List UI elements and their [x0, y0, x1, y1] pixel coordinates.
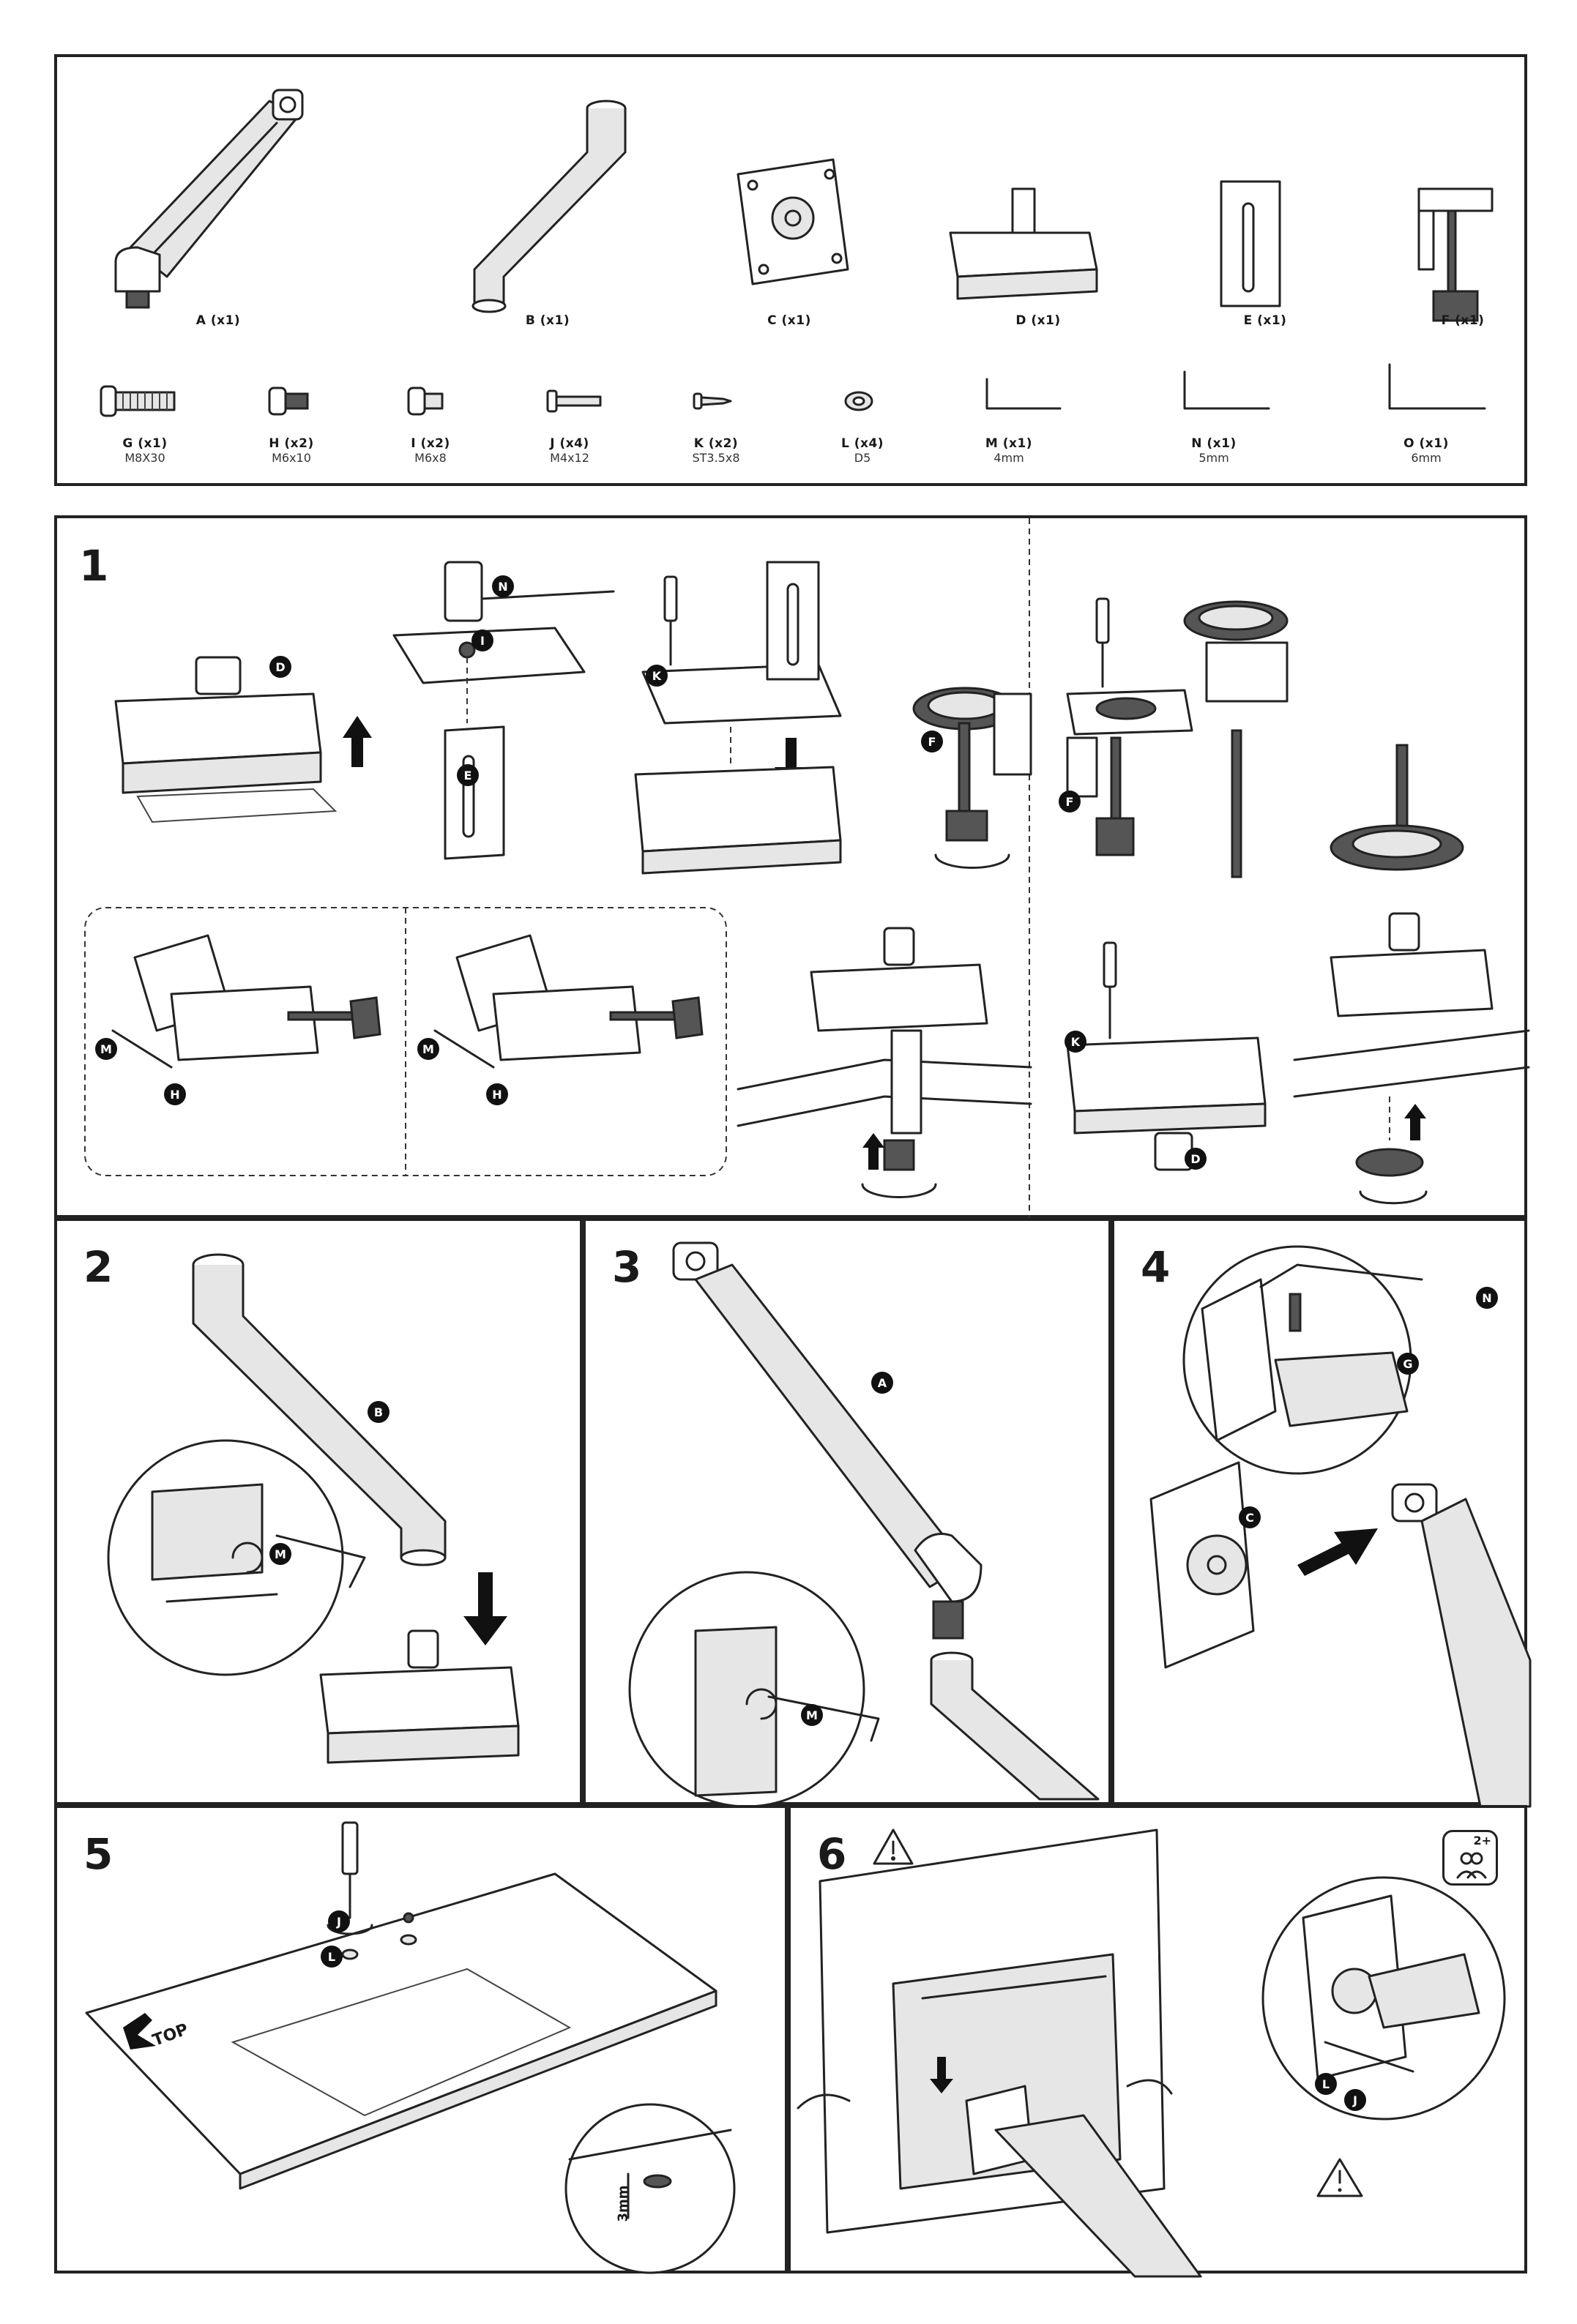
part-i-illustration [401, 379, 460, 423]
grommet-clamp-illustration [1053, 584, 1316, 906]
part-n-label: N (x1)5mm [1170, 436, 1258, 465]
callout-j: J [328, 1910, 350, 1932]
part-n-illustration [1170, 365, 1280, 430]
callout-b: B [368, 1401, 389, 1423]
callout-f-1: F [921, 731, 943, 752]
part-h-label: H (x2)M6x10 [247, 436, 335, 465]
part-k-label: K (x2)ST3.5x8 [672, 436, 760, 465]
mounting-plate-assembly [621, 562, 884, 884]
parts-panel: A (x1) B (x1) C (x1) D (x1) E (x1) F (x1… [54, 54, 1527, 486]
part-f-illustration [1404, 174, 1507, 335]
callout-g: G [1397, 1353, 1419, 1375]
part-g-illustration [94, 379, 182, 423]
part-c-label: C (x1) [745, 313, 833, 328]
part-o-label: O (x1)6mm [1382, 436, 1470, 465]
part-o-illustration [1375, 357, 1499, 430]
part-f-label: F (x1) [1419, 313, 1507, 328]
callout-e: E [457, 764, 479, 786]
part-d-illustration [943, 182, 1104, 313]
gap-label: 3mm [616, 2185, 631, 2222]
callout-m-3: M [269, 1543, 291, 1565]
base-d-illustration [94, 643, 357, 833]
callout-k: K [646, 665, 668, 687]
callout-n: N [492, 575, 514, 597]
step-2-panel: 2 B M [54, 1218, 583, 1805]
callout-d-2: D [1185, 1148, 1207, 1170]
part-m-label: M (x1)4mm [965, 436, 1053, 465]
part-i-label: I (x2)M6x8 [387, 436, 474, 465]
part-h-illustration [262, 379, 321, 423]
clamp-f-illustration [906, 679, 1053, 870]
part-l-illustration [833, 383, 884, 419]
callout-h-1: H [164, 1083, 186, 1105]
grommet-insert-illustration [1302, 738, 1477, 899]
callout-j-2: J [1344, 2089, 1366, 2111]
base-on-desk-illustration [738, 913, 1031, 1206]
part-d-label: D (x1) [994, 313, 1082, 328]
part-b-label: B (x1) [504, 313, 592, 328]
grommet-desk-illustration [1287, 899, 1529, 1206]
step-6-panel: 6 2+ L J [788, 1805, 1527, 2273]
arm-b-install-illustration [57, 1221, 586, 1808]
part-a-illustration [86, 72, 321, 350]
callout-k-2: K [1065, 1031, 1086, 1053]
step-1-number: 1 [79, 545, 108, 587]
part-j-label: J (x4)M4x12 [526, 436, 614, 465]
step-3-panel: 3 A M [583, 1218, 1111, 1805]
callout-a: A [871, 1372, 893, 1394]
part-e-illustration [1199, 174, 1302, 321]
callout-n-2: N [1476, 1287, 1498, 1309]
plate-on-base-illustration [1045, 928, 1294, 1206]
callout-d: D [269, 656, 291, 678]
callout-c: C [1239, 1506, 1261, 1528]
vesa-plate-install-illustration [1114, 1221, 1530, 1808]
part-b-illustration [430, 86, 650, 350]
callout-m-1: M [95, 1038, 117, 1060]
callout-l-2: L [1315, 2073, 1337, 2095]
arm-a-install-illustration [586, 1221, 1114, 1808]
clamp-options-frame [83, 906, 728, 1177]
callout-i: I [471, 629, 493, 651]
monitor-mount-illustration [791, 1808, 1530, 2276]
part-l-label: L (x4)D5 [819, 436, 906, 465]
part-k-illustration [687, 383, 745, 419]
callout-f-2: F [1059, 791, 1081, 812]
part-g-label: G (x1)M8X30 [101, 436, 189, 465]
callout-l: L [321, 1946, 343, 1968]
part-j-illustration [540, 379, 614, 423]
callout-h-2: H [486, 1083, 508, 1105]
step-5-panel: 5 J L TOP 3mm [54, 1805, 788, 2273]
part-e-label: E (x1) [1221, 313, 1309, 328]
part-c-illustration [716, 145, 862, 306]
part-m-illustration [972, 372, 1075, 430]
callout-m-2: M [417, 1038, 439, 1060]
step-1-panel: 1 D N I E K [54, 515, 1527, 1218]
part-a-label: A (x1) [174, 313, 262, 328]
callout-m-4: M [801, 1704, 823, 1726]
step-4-panel: 4 N G C [1111, 1218, 1527, 1805]
